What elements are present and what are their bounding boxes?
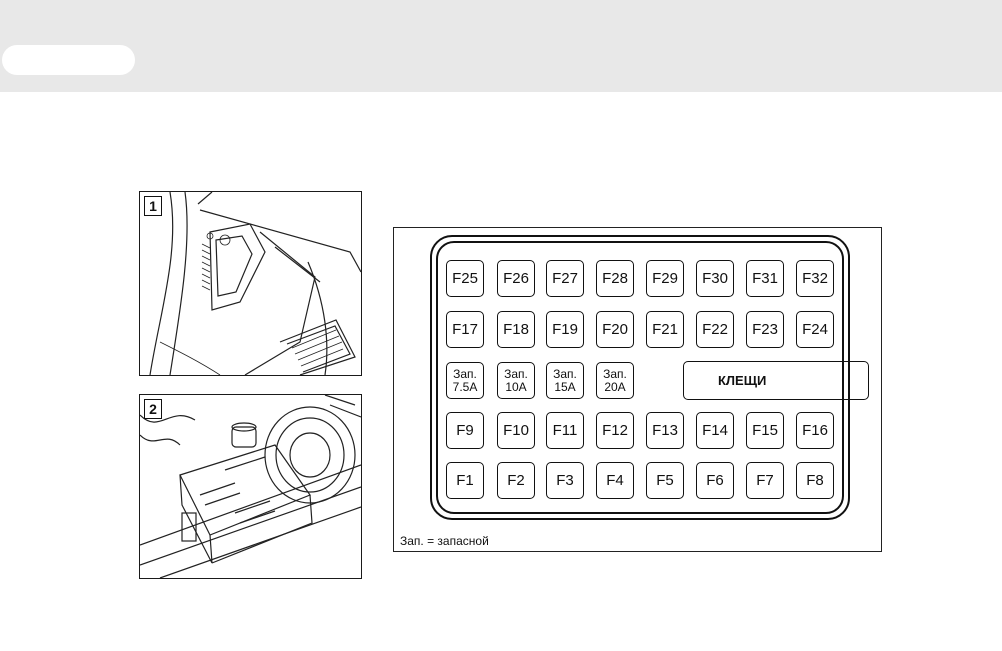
spare-fuse-label: Зап. xyxy=(504,368,528,381)
fuse-f6: F6 xyxy=(696,462,734,499)
fuse-f29: F29 xyxy=(646,260,684,297)
fuse-f7: F7 xyxy=(746,462,784,499)
spare-fuse-7-5a: Зап. 7.5A xyxy=(446,362,484,399)
fuse-f5: F5 xyxy=(646,462,684,499)
fuse-f24: F24 xyxy=(796,311,834,348)
spare-fuse-15a: Зап. 15A xyxy=(546,362,584,399)
fuse-f22: F22 xyxy=(696,311,734,348)
dashboard-fuse-cover-illustration xyxy=(140,192,361,375)
spare-fuse-rating: 10A xyxy=(505,381,526,394)
fuse-f9: F9 xyxy=(446,412,484,449)
header-tab xyxy=(2,45,135,75)
fuse-panel: F25 F26 F27 F28 F29 F30 F31 F32 F17 F18 … xyxy=(430,235,850,520)
spare-fuse-label: Зап. xyxy=(553,368,577,381)
fuse-f11: F11 xyxy=(546,412,584,449)
fuse-layout-diagram: F25 F26 F27 F28 F29 F30 F31 F32 F17 F18 … xyxy=(393,227,882,552)
fuse-f20: F20 xyxy=(596,311,634,348)
fuse-f19: F19 xyxy=(546,311,584,348)
fuse-f1: F1 xyxy=(446,462,484,499)
spare-fuse-10a: Зап. 10A xyxy=(497,362,535,399)
fuse-f32: F32 xyxy=(796,260,834,297)
fuse-f13: F13 xyxy=(646,412,684,449)
fuse-f26: F26 xyxy=(497,260,535,297)
photo-number: 1 xyxy=(144,196,162,216)
fuse-f15: F15 xyxy=(746,412,784,449)
fuse-f10: F10 xyxy=(497,412,535,449)
spare-fuse-rating: 7.5A xyxy=(453,381,478,394)
photo-number: 2 xyxy=(144,399,162,419)
fuse-f4: F4 xyxy=(596,462,634,499)
fuse-f14: F14 xyxy=(696,412,734,449)
diagram-legend: Зап. = запасной xyxy=(400,534,489,548)
fuse-f18: F18 xyxy=(497,311,535,348)
photo-fuse-box-location-2: 2 xyxy=(139,394,362,579)
spare-fuse-label: Зап. xyxy=(453,368,477,381)
fuse-f25: F25 xyxy=(446,260,484,297)
fuse-puller-label: КЛЕЩИ xyxy=(718,373,766,388)
fuse-f12: F12 xyxy=(596,412,634,449)
spare-fuse-rating: 15A xyxy=(554,381,575,394)
fuse-f17: F17 xyxy=(446,311,484,348)
spare-fuse-label: Зап. xyxy=(603,368,627,381)
photo-fuse-box-location-1: 1 xyxy=(139,191,362,376)
fuse-f31: F31 xyxy=(746,260,784,297)
fuse-f3: F3 xyxy=(546,462,584,499)
fuse-f21: F21 xyxy=(646,311,684,348)
fuse-f30: F30 xyxy=(696,260,734,297)
engine-bay-fuse-box-illustration xyxy=(140,395,361,578)
fuse-f2: F2 xyxy=(497,462,535,499)
fuse-f16: F16 xyxy=(796,412,834,449)
header-band xyxy=(0,0,1002,92)
fuse-puller-slot: КЛЕЩИ xyxy=(683,361,869,400)
spare-fuse-rating: 20A xyxy=(604,381,625,394)
fuse-f23: F23 xyxy=(746,311,784,348)
spare-fuse-20a: Зап. 20A xyxy=(596,362,634,399)
fuse-f8: F8 xyxy=(796,462,834,499)
fuse-f27: F27 xyxy=(546,260,584,297)
fuse-f28: F28 xyxy=(596,260,634,297)
